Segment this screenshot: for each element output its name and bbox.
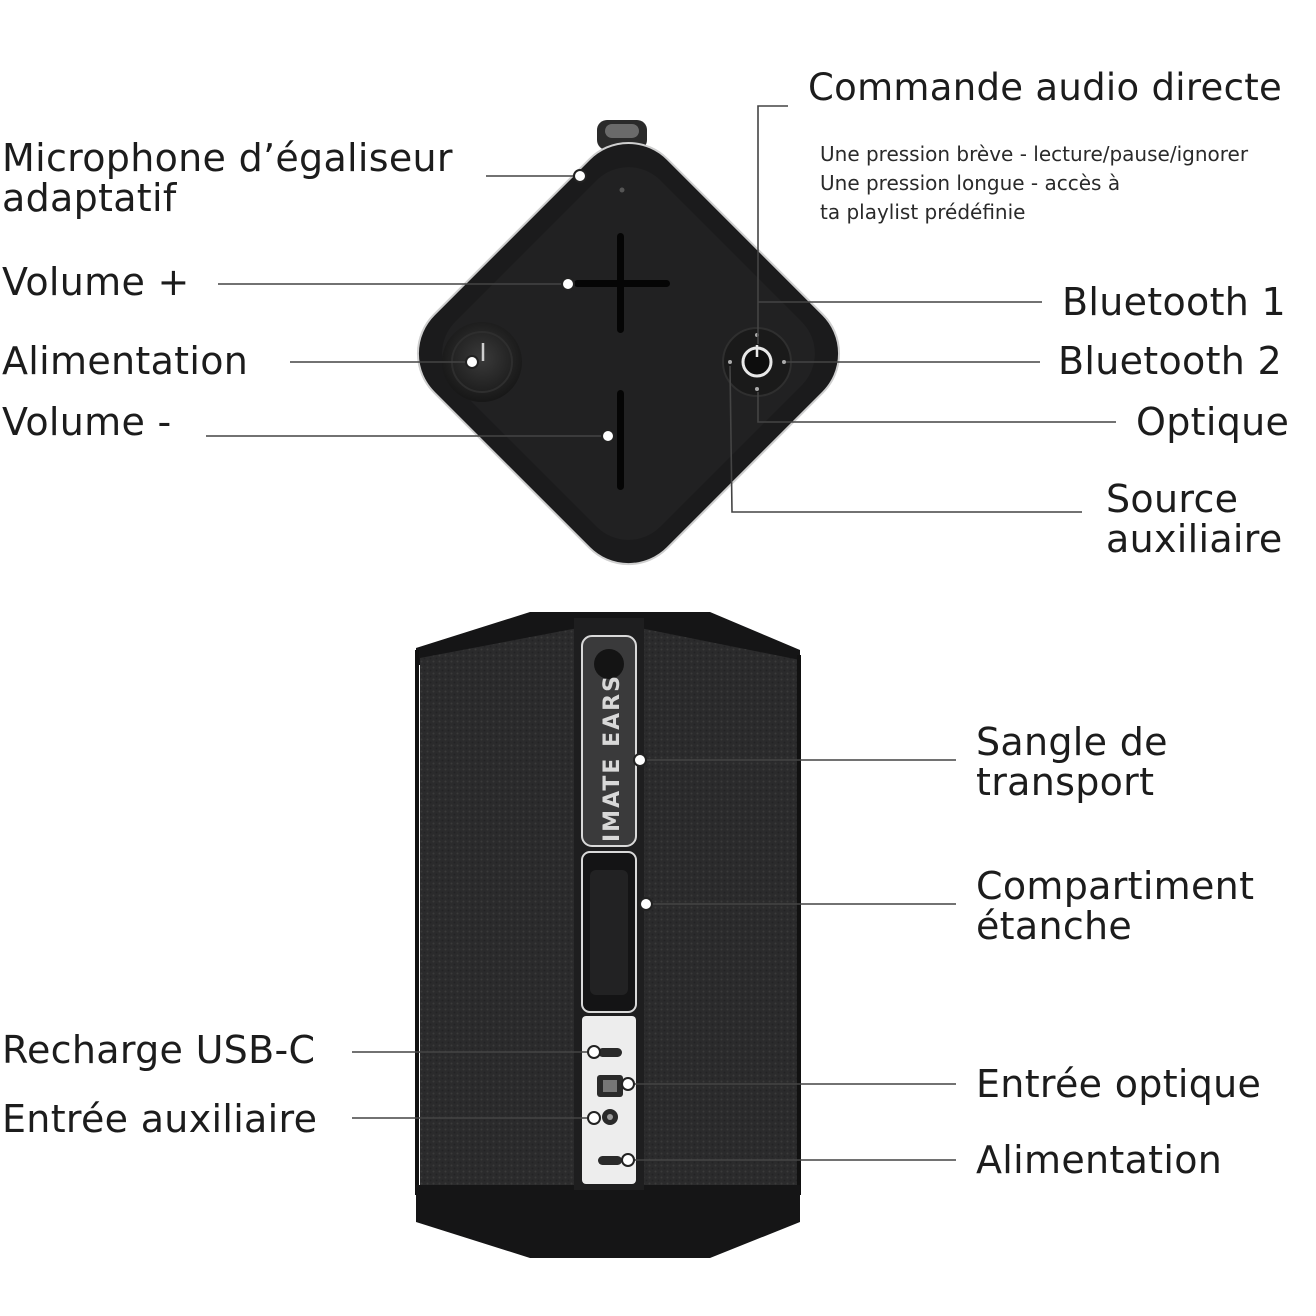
label-optical-in: Entrée optique	[976, 1062, 1262, 1106]
leader-volume-up-dot	[561, 277, 575, 291]
label-optical: Optique	[1136, 400, 1290, 444]
leader-optical	[757, 392, 1116, 423]
leader-aux-in-dot	[587, 1111, 601, 1125]
label-compartment: Compartiment étanche	[976, 864, 1255, 948]
leader-power-dot	[465, 355, 479, 369]
leader-power-side-dot	[621, 1153, 635, 1167]
leader-optical-in-dot	[621, 1077, 635, 1091]
label-aux-source: Source auxiliaire	[1106, 477, 1283, 561]
label-strap: Sangle de transport	[976, 720, 1168, 804]
usb-c-power-port[interactable]	[598, 1156, 622, 1165]
volume-down-bar[interactable]	[617, 390, 624, 490]
top-view	[416, 120, 841, 566]
eq-microphone-hole	[619, 187, 625, 193]
side-view: IMATE EARS	[415, 612, 801, 1258]
strap-button	[594, 649, 624, 679]
leader-usb-c-dot	[587, 1045, 601, 1059]
leader-volume-down-dot	[601, 429, 615, 443]
label-volume-down: Volume -	[2, 400, 172, 444]
leader-compartment-dot	[639, 897, 653, 911]
top-view-leader-lines	[206, 105, 1116, 513]
power-button[interactable]	[442, 322, 522, 402]
bluetooth-2-led	[782, 360, 786, 364]
label-aux-in: Entrée auxiliaire	[2, 1097, 318, 1141]
label-usb-c: Recharge USB-C	[2, 1028, 316, 1072]
leader-aux-source	[729, 365, 1082, 513]
side-view-leader-lines	[352, 753, 956, 1167]
speaker-fabric-right	[640, 628, 800, 1190]
aux-source-led	[728, 360, 732, 364]
label-bluetooth-1: Bluetooth 1	[1062, 280, 1287, 324]
speaker-base	[416, 1185, 800, 1258]
label-volume-up: Volume +	[2, 260, 190, 304]
aux-input-port-inner	[607, 1114, 613, 1120]
strap-brand-text: IMATE EARS	[600, 674, 625, 842]
compartment-pull-tab	[590, 870, 628, 995]
speaker-top-inner-panel	[442, 167, 815, 540]
label-direct-audio-note: Une pression brève - lecture/pause/ignor…	[820, 142, 1249, 224]
optical-input-port-inner	[603, 1080, 617, 1092]
volume-up-bar-horizontal[interactable]	[574, 280, 670, 287]
optical-led	[755, 387, 759, 391]
label-direct-audio: Commande audio directe	[808, 66, 1283, 109]
leader-eq-mic-dot	[573, 169, 587, 183]
label-eq-microphone: Microphone d’égaliseur adaptatif	[2, 136, 453, 220]
speaker-fabric-left	[420, 628, 578, 1190]
leader-direct-audio	[757, 105, 788, 344]
label-power-side: Alimentation	[976, 1138, 1223, 1182]
usb-c-charge-port[interactable]	[598, 1048, 622, 1057]
label-bluetooth-2: Bluetooth 2	[1058, 339, 1283, 383]
leader-strap-dot	[633, 753, 647, 767]
label-power-top: Alimentation	[2, 339, 249, 383]
strap-loop-knob-ring	[605, 124, 639, 138]
carrying-strap[interactable]	[581, 635, 637, 847]
